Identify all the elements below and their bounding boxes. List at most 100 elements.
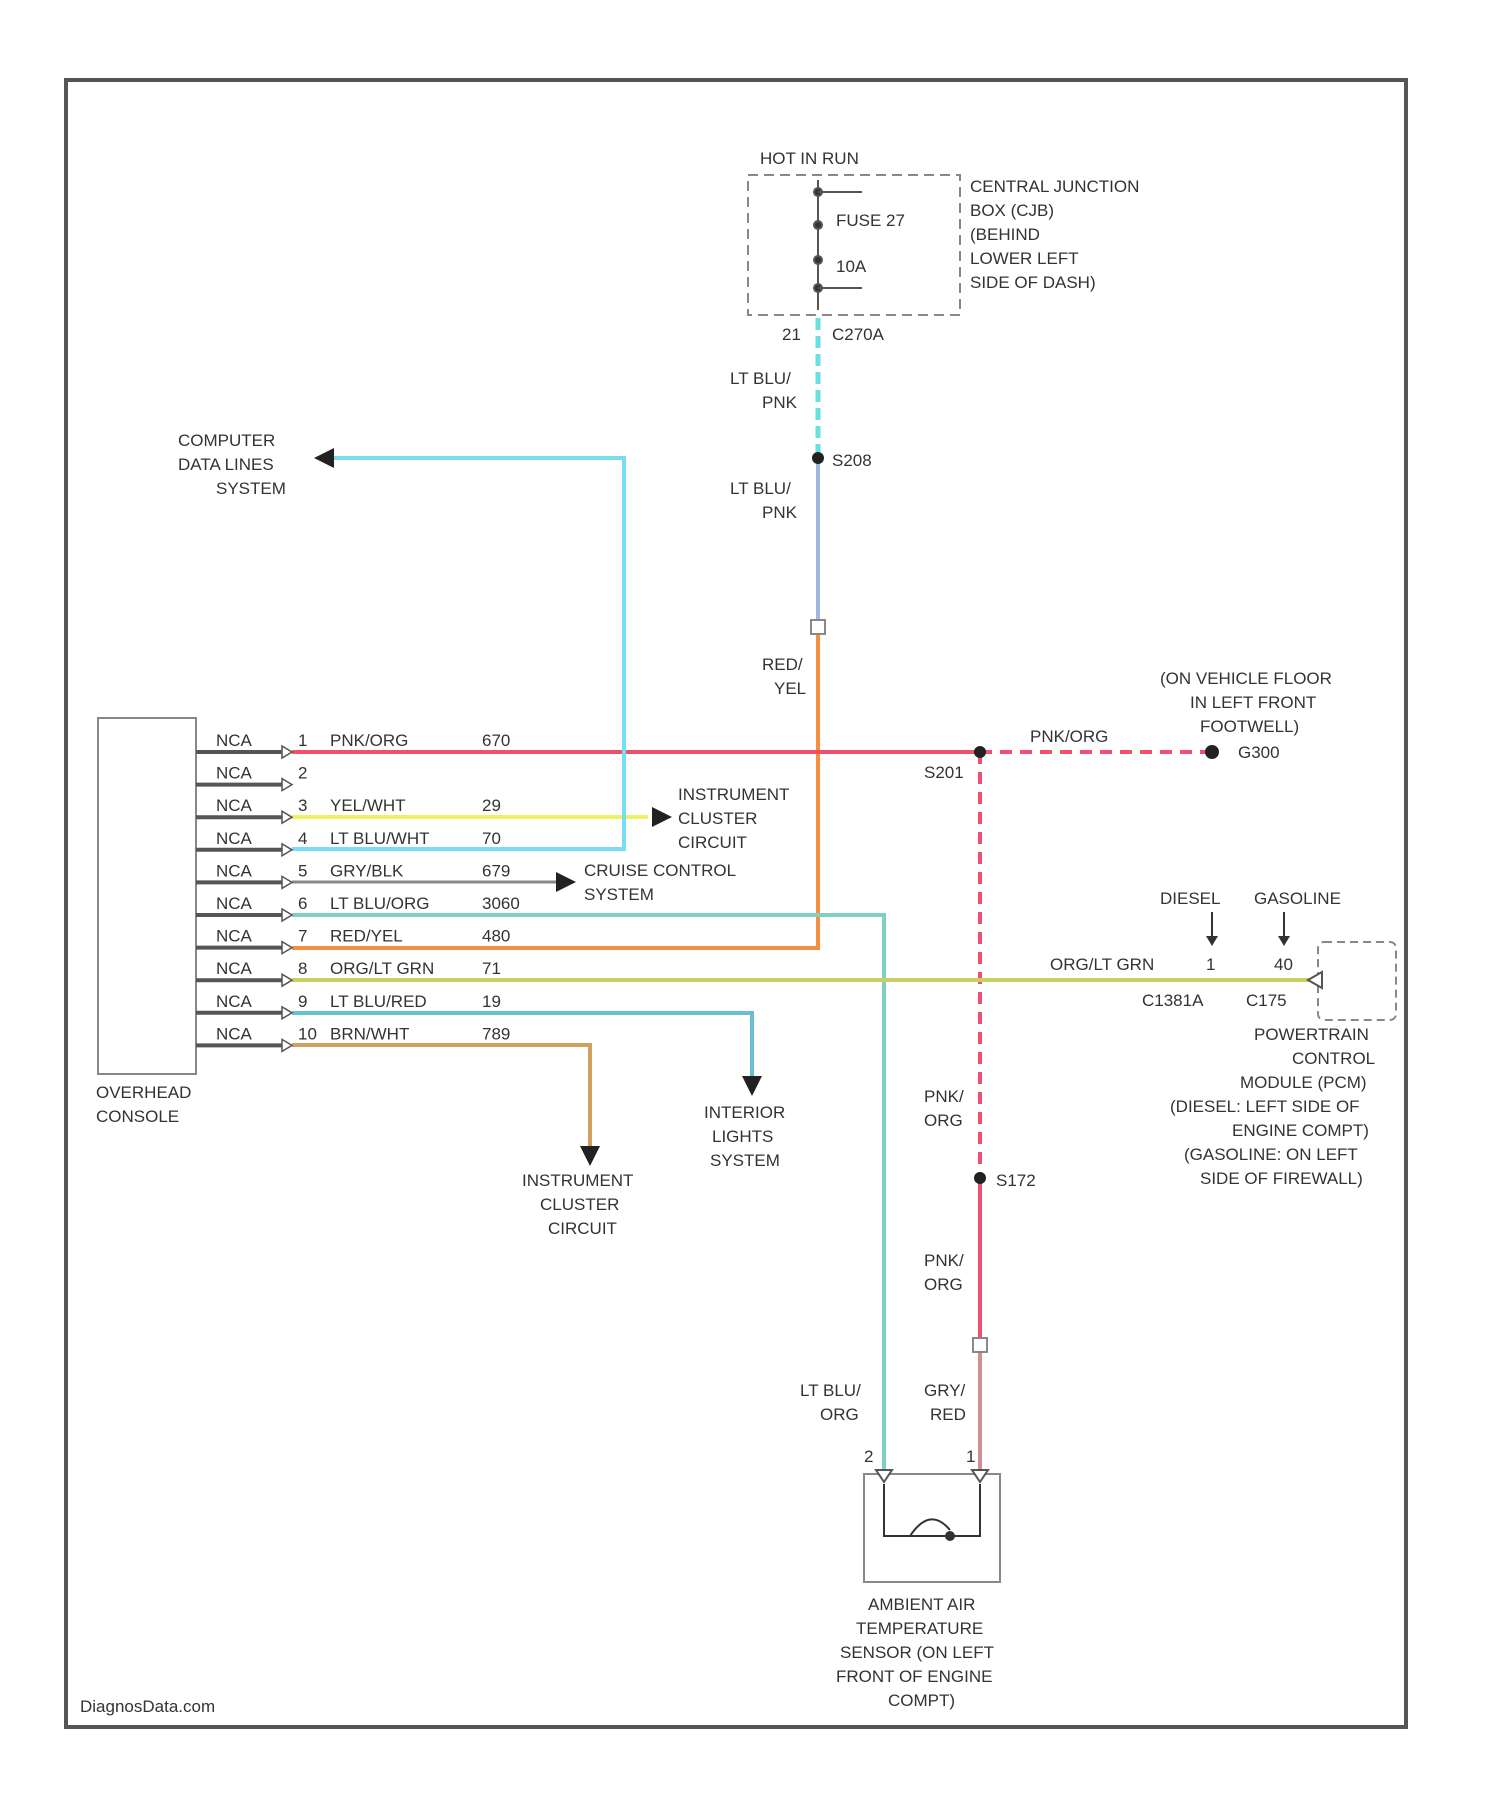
fuse-pin: 21 [782, 325, 801, 344]
label-s172: S172 [996, 1171, 1036, 1190]
arrow-instrument-cluster-top [652, 807, 672, 827]
pcm-diesel-label: DIESEL [1160, 889, 1220, 908]
cjb-desc-3: (BEHIND [970, 225, 1040, 244]
console-pin-terminal [282, 942, 292, 954]
console-pin-wire-color: YEL/WHT [330, 796, 406, 815]
console-pin-terminal [282, 974, 292, 986]
splice-s172 [974, 1172, 986, 1184]
console-pin-connector: NCA [216, 829, 253, 848]
pcm-gasoline-conn: C175 [1246, 991, 1287, 1010]
console-pin-number: 6 [298, 894, 307, 913]
computer-data-lines-3: SYSTEM [216, 479, 286, 498]
pcm-desc-1: POWERTRAIN [1254, 1025, 1369, 1044]
fuse-hot-label: HOT IN RUN [760, 149, 859, 168]
console-pin-number: 9 [298, 992, 307, 1011]
gasoline-leader-arrow [1278, 936, 1290, 946]
pcm-diesel-conn: C1381A [1142, 991, 1204, 1010]
label-pnk-org-v1b: ORG [924, 1111, 963, 1130]
fuse-name: FUSE 27 [836, 211, 905, 230]
label-ground-note-3: FOOTWELL) [1200, 717, 1299, 736]
label-lt-blu-org-b: ORG [820, 1405, 859, 1424]
arrow-instrument-cluster-bottom [580, 1146, 600, 1166]
pcm-desc-2: CONTROL [1292, 1049, 1375, 1068]
wire-brn-wht [292, 1045, 590, 1146]
console-pin-circuit: 29 [482, 796, 501, 815]
console-pin-wire-color: LT BLU/ORG [330, 894, 430, 913]
cjb-desc-4: LOWER LEFT [970, 249, 1079, 268]
console-pin-wire-color: PNK/ORG [330, 731, 408, 750]
console-pin-circuit: 19 [482, 992, 501, 1011]
console-pin-wire-color: GRY/BLK [330, 861, 404, 880]
label-lt-blu-org-a: LT BLU/ [800, 1381, 861, 1400]
label-ground-note-1: (ON VEHICLE FLOOR [1160, 669, 1332, 688]
watermark: DiagnosData.com [80, 1697, 215, 1716]
label-ground-note-2: IN LEFT FRONT [1190, 693, 1316, 712]
sensor-desc-4: FRONT OF ENGINE [836, 1667, 992, 1686]
sensor-pin-left: 2 [864, 1447, 873, 1466]
arrow-computer-data-lines [314, 448, 334, 468]
console-pin-connector: NCA [216, 731, 253, 750]
label-gry-red-b: RED [930, 1405, 966, 1424]
console-pin-circuit: 70 [482, 829, 501, 848]
console-pin-number: 4 [298, 829, 307, 848]
overhead-console-label-1: OVERHEAD [96, 1083, 191, 1102]
sensor-desc-2: TEMPERATURE [856, 1619, 983, 1638]
label-lt-blu-pnk-2b: PNK [762, 503, 798, 522]
instrument-cluster-bottom-1: INSTRUMENT [522, 1171, 633, 1190]
label-lt-blu-pnk-1b: PNK [762, 393, 798, 412]
console-pin-terminal [282, 811, 292, 823]
console-pin-terminal [282, 909, 292, 921]
splice-s201 [974, 746, 986, 758]
interior-lights-1: INTERIOR [704, 1103, 785, 1122]
instrument-cluster-bottom-3: CIRCUIT [548, 1219, 617, 1238]
inline-connector-top [811, 620, 825, 634]
interior-lights-3: SYSTEM [710, 1151, 780, 1170]
label-s208: S208 [832, 451, 872, 470]
label-red-yel-a: RED/ [762, 655, 803, 674]
console-pin-terminal [282, 779, 292, 791]
console-pin-number: 10 [298, 1024, 317, 1043]
pcm-desc-6: (GASOLINE: ON LEFT [1184, 1145, 1358, 1164]
cjb-desc-5: SIDE OF DASH) [970, 273, 1096, 292]
label-gry-red-a: GRY/ [924, 1381, 966, 1400]
sensor-desc-5: COMPT) [888, 1691, 955, 1710]
label-lt-blu-pnk-2a: LT BLU/ [730, 479, 791, 498]
pcm-gasoline-pin: 40 [1274, 955, 1293, 974]
label-org-lt-grn-pcm: ORG/LT GRN [1050, 955, 1154, 974]
interior-lights-2: LIGHTS [712, 1127, 773, 1146]
console-pin-circuit: 3060 [482, 894, 520, 913]
cjb-desc-1: CENTRAL JUNCTION [970, 177, 1139, 196]
pcm-connector-arrow [1308, 972, 1322, 988]
diesel-leader-arrow [1206, 936, 1218, 946]
console-pin-wire-color: ORG/LT GRN [330, 959, 434, 978]
instrument-cluster-top-1: INSTRUMENT [678, 785, 789, 804]
console-pin-connector: NCA [216, 861, 253, 880]
console-pin-number: 3 [298, 796, 307, 815]
label-pnk-org-v1a: PNK/ [924, 1087, 964, 1106]
overhead-console-box [98, 718, 196, 1074]
console-pin-terminal [282, 1007, 292, 1019]
console-pin-wire-color: BRN/WHT [330, 1024, 409, 1043]
console-pin-circuit: 670 [482, 731, 510, 750]
cruise-control-2: SYSTEM [584, 885, 654, 904]
computer-data-lines-1: COMPUTER [178, 431, 275, 450]
arrow-cruise-control [556, 872, 576, 892]
console-pin-connector: NCA [216, 764, 253, 783]
fuse-rating: 10A [836, 257, 867, 276]
console-pin-wire-color: LT BLU/RED [330, 992, 427, 1011]
ground-g300 [1205, 745, 1219, 759]
sensor-pin-right: 1 [966, 1447, 975, 1466]
splice-s208 [812, 452, 824, 464]
inline-connector-bottom [973, 1338, 987, 1352]
label-pnk-org-v2b: ORG [924, 1275, 963, 1294]
pcm-gasoline-label: GASOLINE [1254, 889, 1341, 908]
console-pin-terminal [282, 1039, 292, 1051]
pcm-diesel-pin: 1 [1206, 955, 1215, 974]
console-pin-circuit: 679 [482, 861, 510, 880]
console-pin-connector: NCA [216, 894, 253, 913]
console-pin-number: 8 [298, 959, 307, 978]
sensor-desc-3: SENSOR (ON LEFT [840, 1643, 994, 1662]
label-s201: S201 [924, 763, 964, 782]
